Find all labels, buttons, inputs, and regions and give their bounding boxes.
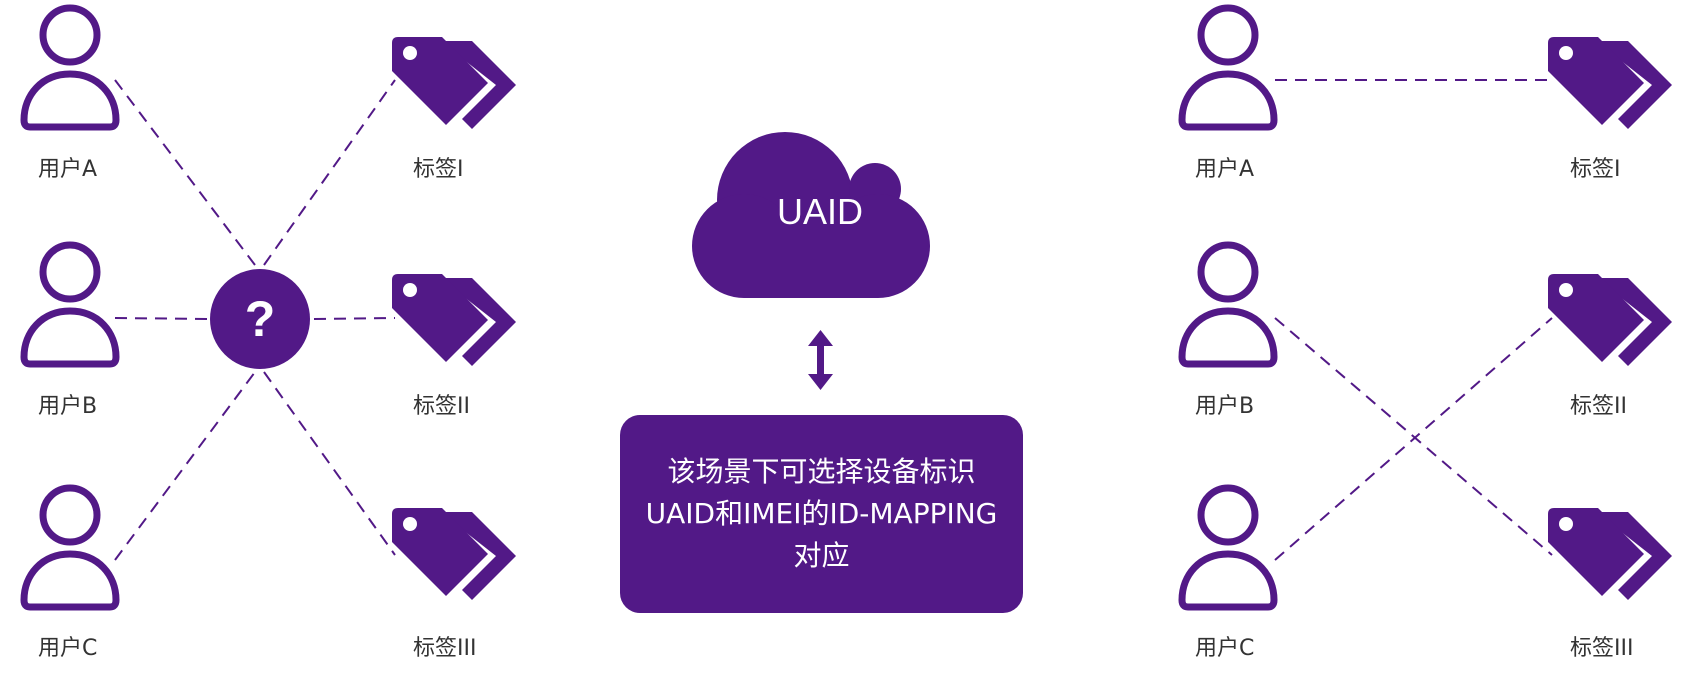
user-icon: [1182, 488, 1274, 607]
right-user-label-c: 用户C: [1195, 636, 1255, 661]
left-tag-label-2: 标签II: [413, 394, 470, 419]
left-user-label-a: 用户A: [38, 157, 98, 182]
cloud-label: UAID: [776, 191, 863, 232]
user-icon: [24, 245, 116, 364]
connector-hub-tagIII: [263, 371, 396, 556]
info-box-line: UAID和IMEI的ID-MAPPING: [645, 497, 998, 530]
tag-icon: [1548, 508, 1672, 600]
left-user-label-b: 用户B: [38, 394, 98, 419]
double-arrow-vertical-icon: [808, 330, 833, 390]
left-connectors: [114, 79, 396, 561]
connector-userA-hub: [114, 79, 256, 266]
right-tag-label-1: 标签I: [1570, 157, 1621, 182]
connector-userC-hub: [114, 371, 256, 561]
connector-hub-tagI: [263, 79, 396, 266]
right-user-label-a: 用户A: [1195, 157, 1255, 182]
user-icon: [24, 8, 116, 127]
connector-userB-tagIII: [1274, 317, 1553, 556]
tag-icon: [392, 508, 516, 600]
right-tag-label-3: 标签III: [1570, 636, 1634, 661]
right-connectors: [1274, 79, 1553, 561]
info-box-line: 对应: [793, 539, 850, 572]
right-user-label-b: 用户B: [1195, 394, 1255, 419]
tag-icon: [392, 274, 516, 366]
left-tag-label-1: 标签I: [413, 157, 464, 182]
tag-icon: [1548, 37, 1672, 129]
connector-hub-tagII: [313, 317, 396, 320]
question-hub: ?: [210, 269, 310, 369]
user-icon: [1182, 8, 1274, 127]
question-mark-icon: ?: [245, 291, 276, 347]
connector-userC-tagII: [1274, 317, 1553, 561]
right-tag-label-2: 标签II: [1570, 394, 1627, 419]
tag-icon: [392, 37, 516, 129]
left-tag-label-3: 标签III: [413, 636, 477, 661]
info-box: 该场景下可选择设备标识 UAID和IMEI的ID-MAPPING 对应: [620, 415, 1023, 613]
user-icon: [24, 488, 116, 607]
cloud-icon: [692, 132, 930, 298]
user-icon: [1182, 245, 1274, 364]
info-box-line: 该场景下可选择设备标识: [667, 455, 976, 488]
left-user-label-c: 用户C: [38, 636, 98, 661]
connector-userB-hub: [114, 317, 211, 320]
tag-icon: [1548, 274, 1672, 366]
